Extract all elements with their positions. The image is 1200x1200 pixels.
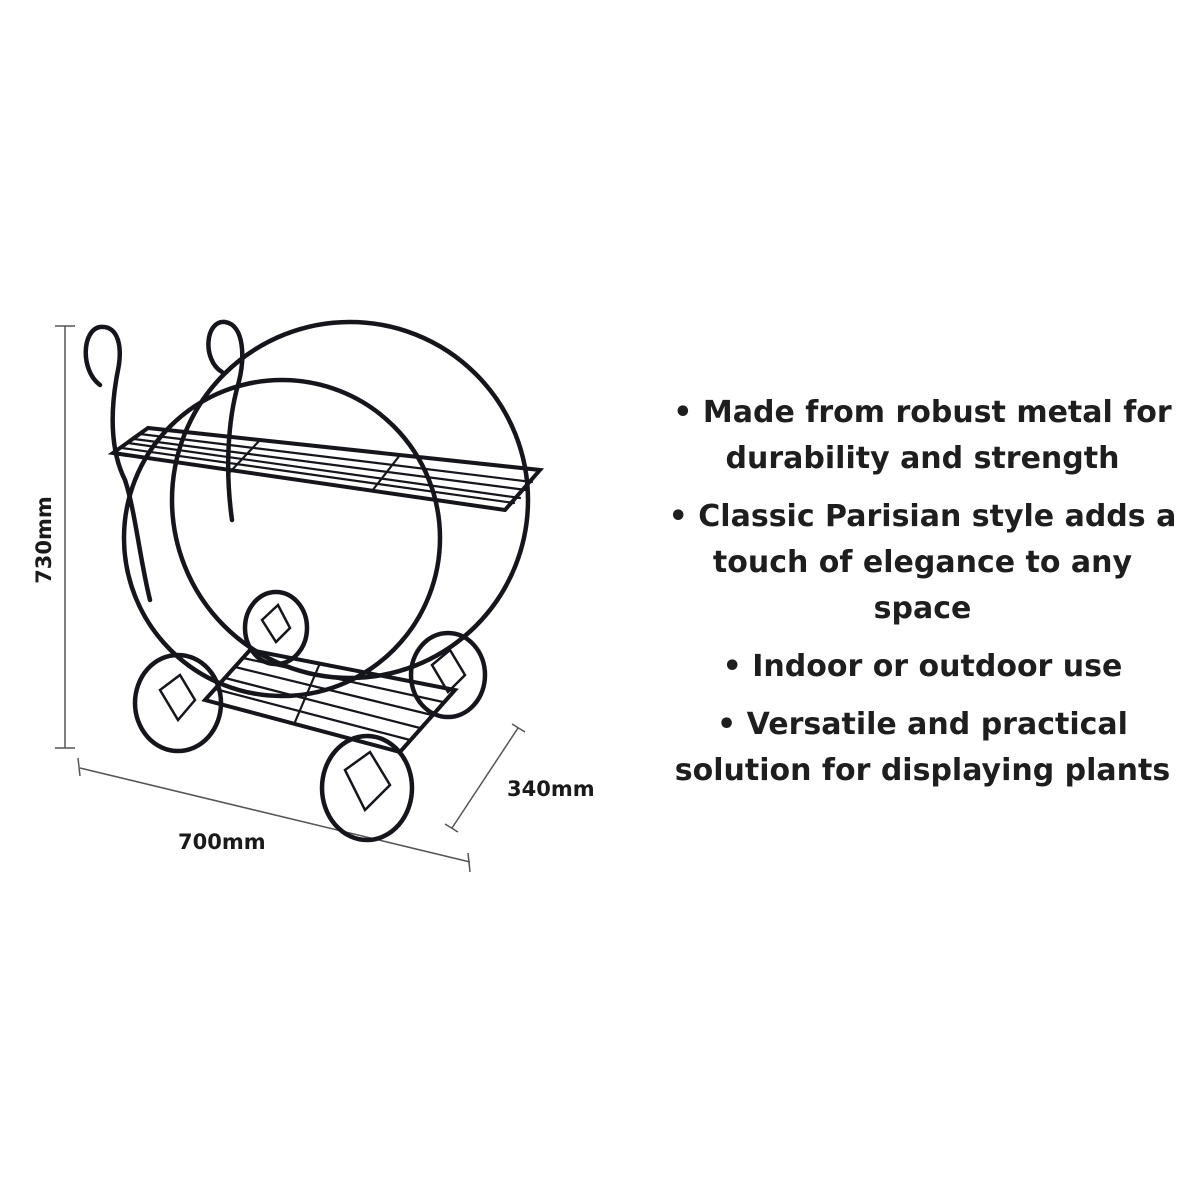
width-label: 700mm <box>178 830 266 854</box>
feature-list: • Made from robust metal for durability … <box>660 390 1185 806</box>
plant-cart-illustration <box>55 319 545 873</box>
cart-frame <box>83 319 545 843</box>
depth-label: 340mm <box>507 777 595 801</box>
feature-item: • Versatile and practical solution for d… <box>674 707 1171 788</box>
dimension-lines <box>55 325 526 873</box>
feature-item: • Indoor or outdoor use <box>722 649 1123 684</box>
height-label: 730mm <box>31 496 56 584</box>
feature-item: • Made from robust metal for durability … <box>673 395 1172 476</box>
feature-item: • Classic Parisian style adds a touch of… <box>668 499 1177 626</box>
